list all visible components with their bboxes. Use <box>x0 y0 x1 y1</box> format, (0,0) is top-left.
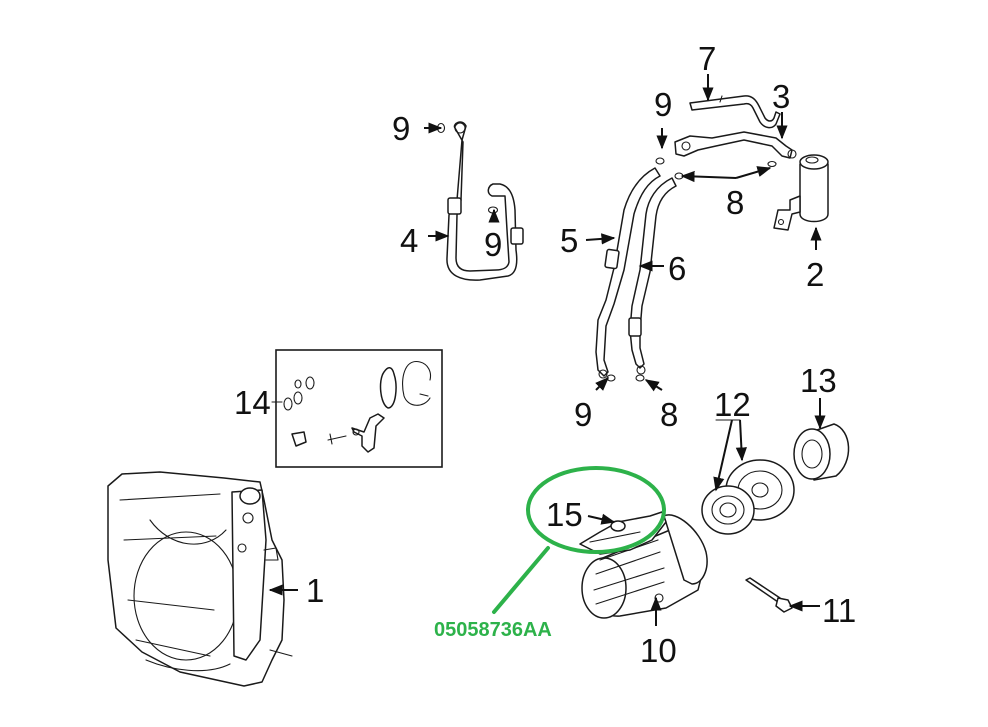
highlight-leader <box>492 546 550 614</box>
callout-8-bottom: 8 <box>660 396 678 433</box>
part-14-seal-kit <box>275 349 443 468</box>
part-10-compressor <box>581 514 708 619</box>
callout-9-left: 9 <box>392 110 410 147</box>
part-7-tube <box>689 95 781 129</box>
part-9-o-ring-left <box>436 122 499 214</box>
highlight-ellipse <box>526 466 666 554</box>
part-3-tube <box>674 131 797 159</box>
callout-4: 4 <box>400 222 418 259</box>
callout-15: 15 <box>546 496 583 533</box>
callout-8-top: 8 <box>726 184 744 221</box>
callout-11: 11 <box>822 592 856 629</box>
part-number-label: 05058736AA <box>434 619 552 641</box>
part-1-condenser-shroud <box>107 471 293 687</box>
callout-2: 2 <box>806 256 824 293</box>
leader-arrows <box>268 74 826 626</box>
part-11-bolt <box>745 577 793 613</box>
part-13-pulley <box>793 423 850 481</box>
part-6-line <box>628 177 677 375</box>
callout-10: 10 <box>640 632 677 669</box>
callout-7: 7 <box>698 40 716 77</box>
callout-5: 5 <box>560 222 578 259</box>
part-4-hose <box>446 121 524 281</box>
callout-1: 1 <box>306 572 324 609</box>
callout-12: 12 <box>714 386 751 423</box>
part-12-clutch <box>701 459 795 535</box>
highlight-annotation: 05058736AA <box>434 466 666 641</box>
callout-13: 13 <box>800 362 837 399</box>
callout-14: 14 <box>234 384 271 421</box>
callout-3: 3 <box>772 78 790 115</box>
callout-9-bottom: 9 <box>574 396 592 433</box>
callout-9-top: 9 <box>654 86 672 123</box>
part-5-line <box>595 167 661 379</box>
callout-9-mid: 9 <box>484 226 502 263</box>
part-2-receiver-drier <box>773 154 829 231</box>
callout-labels: 9 9 4 7 3 9 8 5 6 2 9 8 14 12 13 15 1 11… <box>234 40 856 669</box>
callout-6: 6 <box>668 250 686 287</box>
